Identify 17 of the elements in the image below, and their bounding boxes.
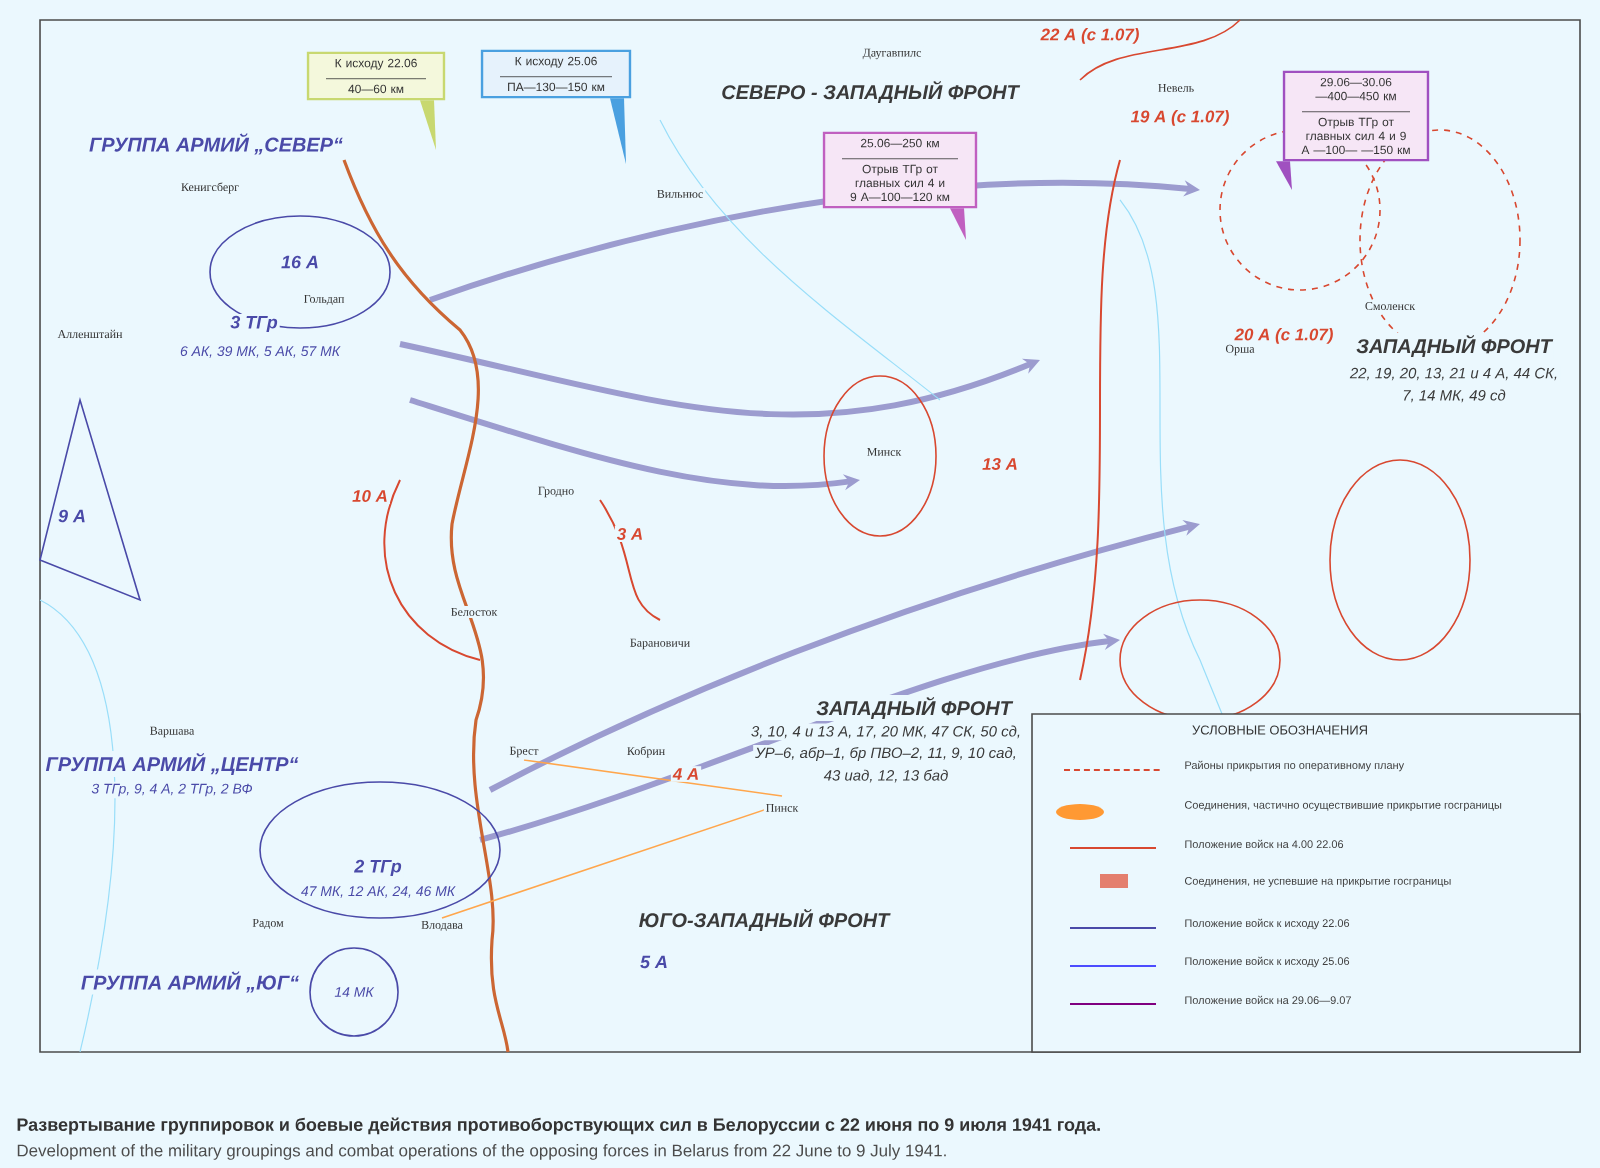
army-label: 10 А — [350, 488, 390, 504]
army-label: 3 ТГр — [228, 313, 280, 335]
caption: Development of the military groupings and combat operations of the opposing forces in Belarus from 22 June to 9 July 1941. — [17, 1144, 946, 1160]
army-label: 22 А (с 1.07) — [1038, 26, 1142, 46]
group-label: ГРУППА АРМИЙ „ЮГ“ — [78, 969, 302, 995]
group-label: ГРУППА АРМИЙ „ЦЕНТР“ — [43, 750, 301, 777]
army-label: 3 А — [614, 526, 646, 542]
army-label: 2 ТГр — [352, 857, 404, 879]
army-label: 20 А (с 1.07) — [1232, 326, 1336, 346]
front-label: СЕВЕРО - ЗАПАДНЫЙ ФРОНТ — [719, 78, 1021, 106]
title: Развертывание группировок и боевые действия противоборствующих сил в Белоруссии с 22 июня по 9 июля 1941 года. — [17, 1117, 1100, 1135]
front-label: ЮГО-ЗАПАДНЫЙ ФРОНТ — [636, 906, 892, 934]
front-label: ЗАПАДНЫЙ ФРОНТ — [1354, 332, 1554, 360]
army-label: 4 А — [670, 766, 702, 782]
army-label: 13 А — [980, 456, 1020, 472]
army-label: 19 А (с 1.07) — [1128, 108, 1232, 128]
front-label: ЗАПАДНЫЙ ФРОНТ — [814, 694, 1014, 721]
